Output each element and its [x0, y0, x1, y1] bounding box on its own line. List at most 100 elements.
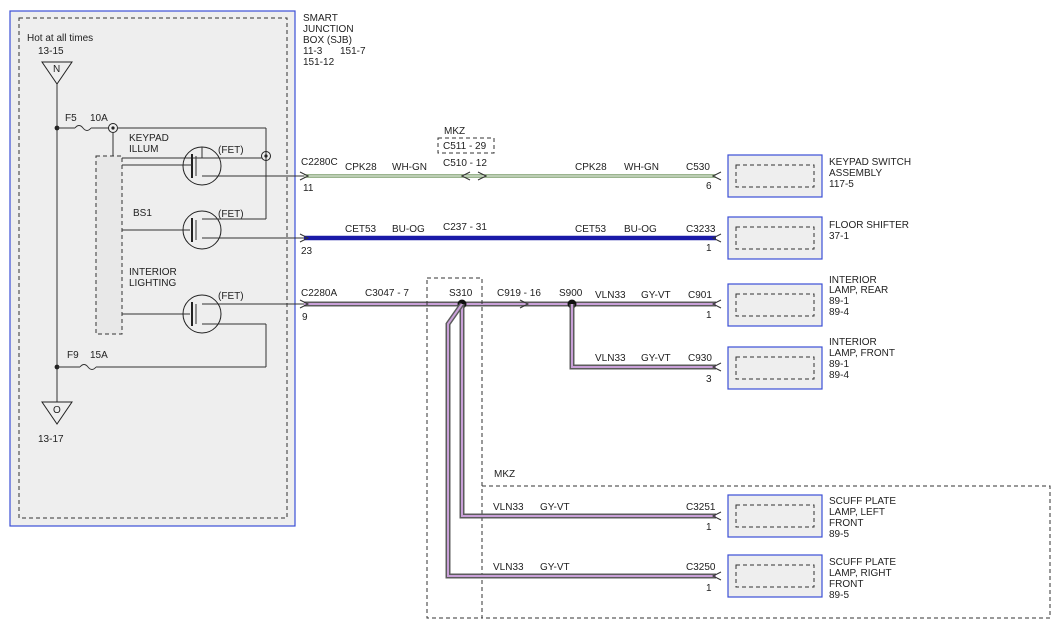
- connector-c919: C919 - 16: [497, 288, 541, 299]
- fet-3-icon: [182, 294, 222, 334]
- splice-s310: S310: [449, 288, 473, 299]
- wire-vln33-scuff-right: [445, 302, 716, 579]
- scuff-right-line-4: 89-5: [829, 590, 849, 601]
- fet-1-label: (FET): [218, 145, 244, 156]
- sjb-inner-boundary: [18, 17, 288, 519]
- connector-c510: C510 - 12: [443, 158, 487, 169]
- lamp-rear-line-3: 89-1: [829, 296, 849, 307]
- wire-cpk28-label-2: CPK28: [575, 162, 607, 173]
- junction-terminal-2-icon: [261, 151, 271, 161]
- wire-vln33-label-1: VLN33: [595, 290, 626, 301]
- interior-lighting-line-2: LIGHTING: [129, 278, 176, 289]
- node-o-label: O: [53, 405, 61, 416]
- connector-c2280c: C2280C: [301, 157, 338, 168]
- lamp-front-line-2: LAMP, FRONT: [829, 348, 895, 359]
- floor-shifter-line-2: 37-1: [829, 231, 849, 242]
- wire-cet53-label-1: CET53: [345, 224, 377, 235]
- fuse-f5-icon: [74, 125, 92, 131]
- fuse-f9-label: F9: [67, 350, 79, 361]
- connector-c3250: C3250: [686, 562, 716, 573]
- sjb-title-line-3: BOX (SJB): [303, 35, 352, 46]
- mkz-splice-boundary: [426, 277, 483, 619]
- connector-c930-pin: 3: [706, 374, 712, 385]
- bs1-label: BS1: [133, 208, 152, 219]
- lamp-rear-line-2: LAMP, REAR: [829, 285, 888, 296]
- hot-label: Hot at all times: [27, 33, 93, 44]
- scuff-right-line-3: FRONT: [829, 579, 863, 590]
- sjb-logic-block: [95, 155, 123, 335]
- power-node-n-icon: [41, 61, 73, 85]
- wire-vln33-label-4: VLN33: [493, 562, 524, 573]
- fet-3-label: (FET): [218, 291, 244, 302]
- ref-top: 13-15: [38, 46, 64, 57]
- connector-c2280a: C2280A: [301, 288, 337, 299]
- lamp-rear-line-4: 89-4: [829, 307, 849, 318]
- keypad-switch-line-2: ASSEMBLY: [829, 168, 882, 179]
- connector-c2280a-pin: 9: [302, 312, 308, 323]
- lamp-front-line-1: INTERIOR: [829, 337, 877, 348]
- wire-cet53-label-2: CET53: [575, 224, 607, 235]
- lamp-front-line-4: 89-4: [829, 370, 849, 381]
- sjb-title-line-1: SMART: [303, 13, 338, 24]
- wire-gyvt-label-1: GY-VT: [641, 290, 671, 301]
- fet-2-icon: [182, 210, 222, 250]
- sjb-ref-1: 11-3: [303, 46, 323, 57]
- connector-c3047: C3047 - 7: [365, 288, 409, 299]
- lamp-front-line-3: 89-1: [829, 359, 849, 370]
- wire-whgn-label-2: WH-GN: [624, 162, 659, 173]
- wire-gyvt-label-3: GY-VT: [540, 502, 570, 513]
- mkz-scuff-boundary: [481, 485, 1051, 619]
- sjb-title-line-2: JUNCTION: [303, 24, 354, 35]
- mkz-label-bottom: MKZ: [494, 469, 515, 480]
- wire-vln33-scuff-left: [459, 304, 716, 519]
- connector-c530: C530: [686, 162, 710, 173]
- connector-c901: C901: [688, 290, 712, 301]
- connector-c2280c-pin: 11: [303, 183, 314, 194]
- wire-whgn-label-1: WH-GN: [392, 162, 427, 173]
- scuff-plate-lamp-right: SCUFF PLATE LAMP, RIGHT FRONT 89-5: [727, 554, 896, 601]
- floor-shifter-line-1: FLOOR SHIFTER: [829, 220, 909, 231]
- lamp-rear-line-1: INTERIOR: [829, 275, 877, 286]
- scuff-right-line-1: SCUFF PLATE: [829, 557, 896, 568]
- connector-c3233-pin: 1: [706, 243, 712, 254]
- interior-lamp-rear: INTERIOR LAMP, REAR 89-1 89-4: [727, 275, 888, 327]
- wire-vln33-label-2: VLN33: [595, 353, 626, 364]
- connector-c930: C930: [688, 353, 712, 364]
- ref-bottom: 13-17: [38, 434, 64, 445]
- connector-c530-pin: 6: [706, 181, 712, 192]
- sjb-ref-3: 151-12: [303, 57, 335, 68]
- node-n-label: N: [53, 64, 60, 75]
- sjb-ref-2: 151-7: [340, 46, 366, 57]
- connector-c3251-pin: 1: [706, 522, 712, 533]
- scuff-left-line-2: LAMP, LEFT: [829, 507, 885, 518]
- wire-buog-label-1: BU-OG: [392, 224, 425, 235]
- wire-cpk28-label-1: CPK28: [345, 162, 377, 173]
- splice-s900: S900: [559, 288, 583, 299]
- interior-lighting-line-1: INTERIOR: [129, 267, 177, 278]
- interior-lamp-front: INTERIOR LAMP, FRONT 89-1 89-4: [727, 337, 895, 390]
- connector-c3251: C3251: [686, 502, 716, 513]
- scuff-plate-lamp-left: SCUFF PLATE LAMP, LEFT FRONT 89-5: [727, 494, 896, 540]
- mkz-option-box: [437, 137, 495, 154]
- keypad-switch-line-3: 117-5: [829, 179, 854, 190]
- connector-c237: C237 - 31: [443, 222, 487, 233]
- fuse-f5-label: F5: [65, 113, 77, 124]
- keypad-switch-assembly: KEYPAD SWITCH ASSEMBLY 117-5: [727, 154, 911, 198]
- scuff-left-line-3: FRONT: [829, 518, 863, 529]
- connector-c511: C511 - 29: [443, 141, 487, 152]
- wire-vln33-label-3: VLN33: [493, 502, 524, 513]
- fuse-f9-rating: 15A: [90, 350, 108, 361]
- keypad-illum-line-1: KEYPAD: [129, 133, 169, 144]
- keypad-illum-line-2: ILLUM: [129, 144, 158, 155]
- pin-23: 23: [301, 246, 313, 257]
- fuse-f5-rating: 10A: [90, 113, 108, 124]
- wire-gyvt-label-4: GY-VT: [540, 562, 570, 573]
- keypad-switch-line-1: KEYPAD SWITCH: [829, 157, 911, 168]
- connector-c901-pin: 1: [706, 310, 712, 321]
- floor-shifter: FLOOR SHIFTER 37-1: [727, 216, 909, 260]
- scuff-left-line-4: 89-5: [829, 529, 849, 540]
- connector-c3233: C3233: [686, 224, 716, 235]
- pin-arrow-c2280c-icon: [299, 171, 310, 181]
- fuse-f9-icon: [79, 364, 97, 370]
